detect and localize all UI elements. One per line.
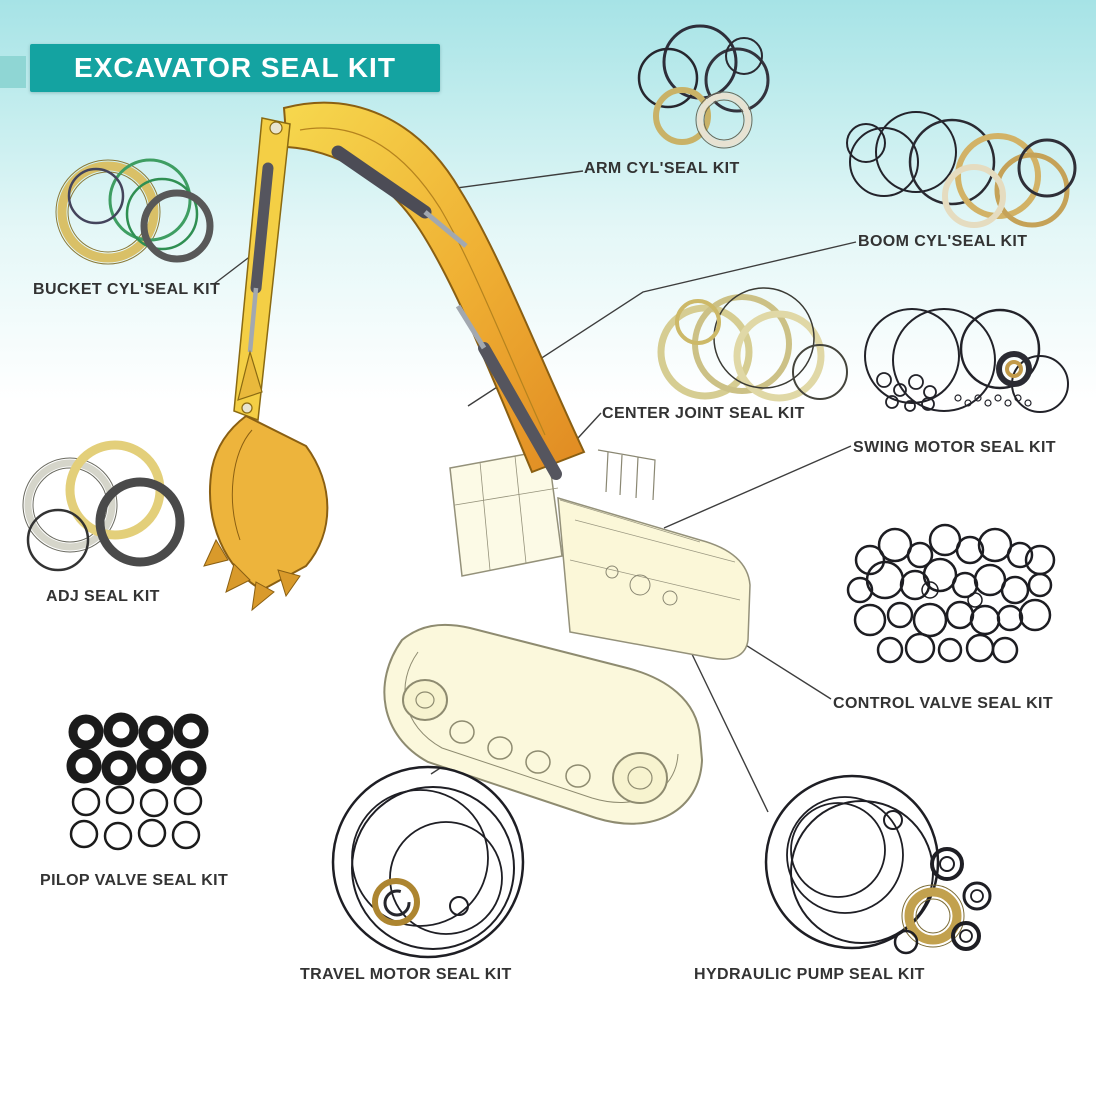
label-boom-cyl-seal-kit: BOOM CYL'SEAL KIT: [858, 233, 1028, 250]
title-bar: EXCAVATOR SEAL KIT: [30, 44, 440, 92]
excavator-illustration: [203, 101, 751, 825]
label-hydraulic-pump-seal-kit: HYDRAULIC PUMP SEAL KIT: [694, 966, 925, 983]
adj-seal-rings: [22, 440, 185, 572]
label-travel-motor-seal-kit: TRAVEL MOTOR SEAL KIT: [300, 966, 512, 983]
bucket-seal-rings: [55, 158, 214, 265]
pilop-valve-seal-rings: [66, 712, 209, 851]
label-swing-motor-seal-kit: SWING MOTOR SEAL KIT: [853, 439, 1056, 456]
label-adj-seal-kit: ADJ SEAL KIT: [46, 588, 160, 605]
boom-seal-rings: [846, 111, 1077, 228]
title-corner-chip: [0, 56, 26, 88]
hydraulic-pump-seal-rings: [764, 774, 992, 955]
swing-motor-seal-rings: [864, 308, 1069, 413]
control-valve-seal-rings: [846, 523, 1056, 664]
arm-seal-rings: [637, 24, 770, 149]
center-joint-seal-rings: [657, 287, 848, 402]
label-arm-cyl-seal-kit: ARM CYL'SEAL KIT: [584, 160, 740, 177]
page-title: EXCAVATOR SEAL KIT: [74, 52, 396, 83]
label-bucket-cyl-seal-kit: BUCKET CYL'SEAL KIT: [33, 281, 221, 298]
label-control-valve-seal-kit: CONTROL VALVE SEAL KIT: [833, 695, 1054, 712]
travel-motor-seal-rings: [331, 765, 525, 959]
label-pilop-valve-seal-kit: PILOP VALVE SEAL KIT: [40, 872, 229, 889]
label-center-joint-seal-kit: CENTER JOINT SEAL KIT: [602, 405, 805, 422]
